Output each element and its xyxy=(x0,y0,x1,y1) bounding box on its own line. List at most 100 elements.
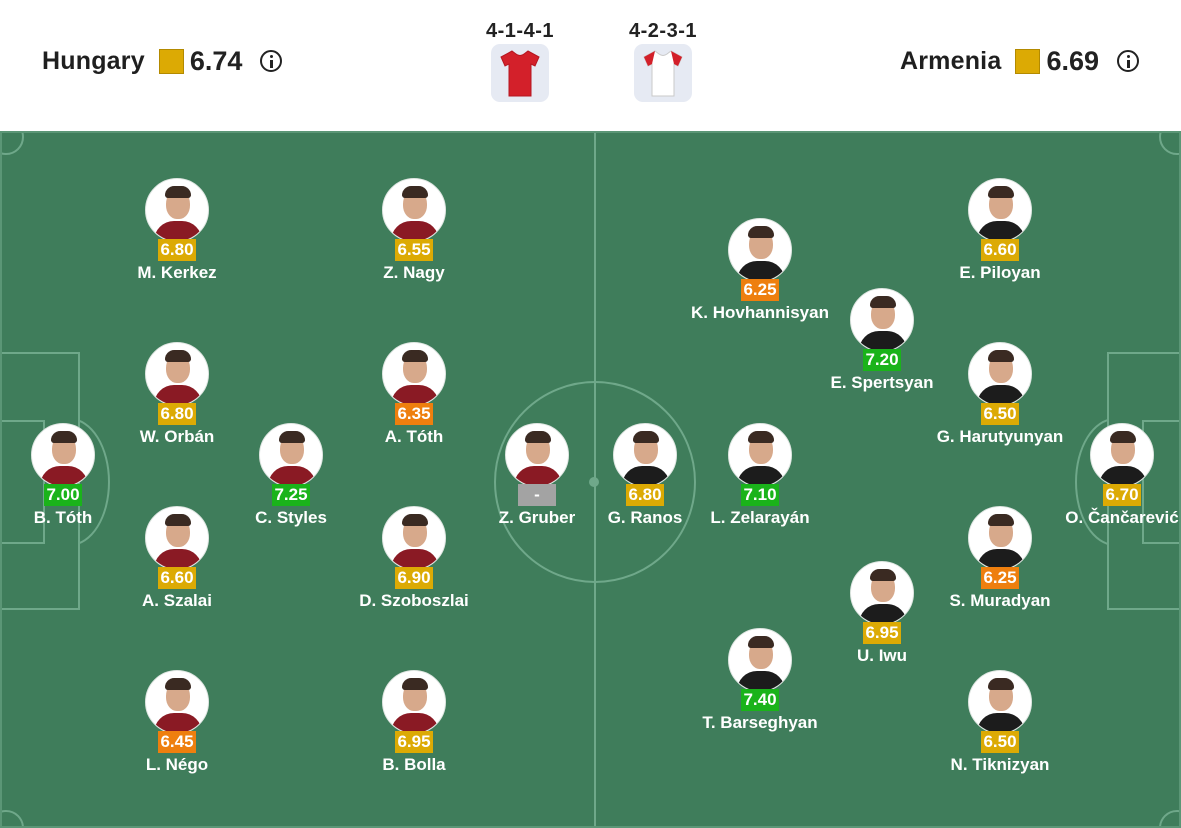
away-team-rating: 6.69 xyxy=(1046,45,1099,76)
corner-arc xyxy=(1159,133,1179,155)
home-player[interactable]: 7.00 B. Tóth xyxy=(2,423,133,527)
player-name: Z. Nagy xyxy=(383,263,445,282)
home-shirt-icon xyxy=(500,50,540,97)
corner-arc xyxy=(2,133,24,155)
home-player[interactable]: 6.35 A. Tóth xyxy=(344,342,484,446)
player-rating-badge: 6.95 xyxy=(863,622,901,644)
player-photo xyxy=(382,506,446,570)
home-player[interactable]: 7.25 C. Styles xyxy=(221,423,361,527)
player-name: T. Barseghyan xyxy=(702,713,818,732)
away-player[interactable]: 6.25 K. Hovhannisyan xyxy=(690,218,830,322)
away-player[interactable]: 6.60 E. Piloyan xyxy=(930,178,1070,282)
away-rating-badge xyxy=(1015,48,1041,74)
home-player[interactable]: 6.80 M. Kerkez xyxy=(107,178,247,282)
player-photo xyxy=(850,561,914,625)
player-name: L. Négo xyxy=(145,755,209,774)
player-photo xyxy=(145,670,209,734)
player-name: C. Styles xyxy=(255,508,327,527)
home-player[interactable]: - Z. Gruber xyxy=(467,423,607,527)
player-photo xyxy=(968,506,1032,570)
player-name: O. Čančarević xyxy=(1065,508,1179,527)
player-photo xyxy=(31,423,95,487)
player-rating-badge: 6.50 xyxy=(981,731,1019,753)
away-shirt-icon xyxy=(643,50,683,97)
player-photo xyxy=(968,342,1032,406)
away-player[interactable]: 7.10 L. Zelarayán xyxy=(690,423,830,527)
player-rating-badge: 7.10 xyxy=(741,484,779,506)
player-rating-badge: 6.25 xyxy=(741,279,779,301)
home-kit-button[interactable] xyxy=(491,44,549,102)
home-rating-badge xyxy=(158,48,184,74)
player-rating-badge: 7.00 xyxy=(44,484,82,506)
player-rating-badge: 7.25 xyxy=(272,484,310,506)
player-name: Z. Gruber xyxy=(498,508,576,527)
player-name: E. Spertsyan xyxy=(830,373,934,392)
player-rating-badge: 6.60 xyxy=(981,239,1019,261)
away-team-summary: Armenia 6.69 xyxy=(900,44,1139,78)
player-photo xyxy=(259,423,323,487)
info-icon[interactable] xyxy=(1117,50,1139,72)
player-photo xyxy=(505,423,569,487)
away-player[interactable]: 7.40 T. Barseghyan xyxy=(690,628,830,732)
player-rating-badge: 6.80 xyxy=(626,484,664,506)
player-photo xyxy=(382,670,446,734)
home-team-name: Hungary xyxy=(42,46,145,75)
player-rating-badge: 6.95 xyxy=(395,731,433,753)
player-photo xyxy=(968,178,1032,242)
player-photo xyxy=(968,670,1032,734)
home-player[interactable]: 6.45 L. Négo xyxy=(107,670,247,774)
player-rating-badge: - xyxy=(518,484,556,506)
player-photo xyxy=(728,218,792,282)
player-rating-badge: 6.80 xyxy=(158,239,196,261)
player-name: D. Szoboszlai xyxy=(359,591,469,610)
away-player[interactable]: 6.50 N. Tiknizyan xyxy=(930,670,1070,774)
player-name: G. Harutyunyan xyxy=(936,427,1064,446)
away-team-name: Armenia xyxy=(900,46,1002,75)
player-photo xyxy=(728,423,792,487)
player-rating-badge: 7.20 xyxy=(863,349,901,371)
player-name: G. Ranos xyxy=(607,508,683,527)
player-name: A. Tóth xyxy=(384,427,444,446)
player-photo xyxy=(145,178,209,242)
player-photo xyxy=(145,506,209,570)
player-photo xyxy=(613,423,677,487)
away-player[interactable]: 7.20 E. Spertsyan xyxy=(812,288,952,392)
home-formation: 4-1-4-1 xyxy=(486,20,554,42)
away-kit-button[interactable] xyxy=(634,44,692,102)
away-player[interactable]: 6.80 G. Ranos xyxy=(575,423,715,527)
player-name: B. Tóth xyxy=(33,508,93,527)
player-rating-badge: 6.50 xyxy=(981,403,1019,425)
player-rating-badge: 6.35 xyxy=(395,403,433,425)
player-rating-badge: 7.40 xyxy=(741,689,779,711)
player-photo xyxy=(382,342,446,406)
player-name: A. Szalai xyxy=(142,591,212,610)
player-rating-badge: 6.45 xyxy=(158,731,196,753)
center-circle xyxy=(494,381,696,583)
player-photo xyxy=(382,178,446,242)
player-photo xyxy=(1090,423,1154,487)
player-rating-badge: 6.90 xyxy=(395,567,433,589)
player-name: K. Hovhannisyan xyxy=(691,303,829,322)
info-icon[interactable] xyxy=(260,50,283,72)
corner-arc xyxy=(2,810,24,826)
home-team-rating: 6.74 xyxy=(189,45,243,76)
player-name: N. Tiknizyan xyxy=(950,755,1050,774)
home-player[interactable]: 6.90 D. Szoboszlai xyxy=(344,506,484,610)
player-name: B. Bolla xyxy=(382,755,446,774)
home-player[interactable]: 6.60 A. Szalai xyxy=(107,506,247,610)
away-player[interactable]: 6.50 G. Harutyunyan xyxy=(930,342,1070,446)
match-lineup-header: Hungary 6.74 4-1-4-1 4-2-3-1 Armenia 6.6… xyxy=(0,0,1181,131)
player-rating-badge: 6.25 xyxy=(981,567,1019,589)
home-player[interactable]: 6.95 B. Bolla xyxy=(344,670,484,774)
player-name: E. Piloyan xyxy=(959,263,1041,282)
center-spot xyxy=(589,477,599,487)
player-name: L. Zelarayán xyxy=(710,508,810,527)
player-rating-badge: 6.60 xyxy=(158,567,196,589)
player-name: M. Kerkez xyxy=(137,263,217,282)
